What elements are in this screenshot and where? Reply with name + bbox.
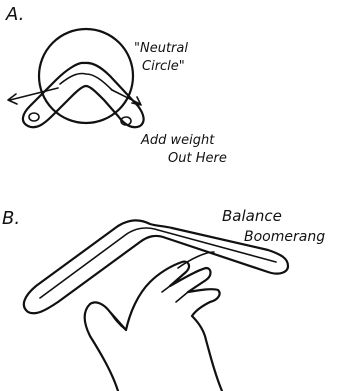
hand-finger-line-1 [178, 252, 214, 268]
balance-label-line1: Balance [222, 207, 282, 225]
weight-note-line1: Add weight [140, 133, 215, 148]
panel-a: A. "Neutral Circle" Add weight Out Here [5, 4, 227, 166]
weight-note-line2: Out Here [168, 151, 227, 166]
neutral-circle-label-line2: Circle" [142, 59, 185, 74]
panel-a-label: A. [5, 4, 24, 25]
panel-b: B. Balance Boomerang [2, 207, 325, 391]
neutral-circle-label-line1: "Neutral [134, 41, 188, 56]
boomerang-a-crease [60, 73, 112, 90]
neutral-circle [39, 29, 133, 123]
hand-finger-line-3 [176, 292, 188, 302]
panel-b-label: B. [2, 208, 20, 229]
hand-outline [85, 262, 222, 391]
hand-finger-line-2 [162, 286, 170, 292]
weight-left-icon [29, 113, 39, 121]
balance-label-line2: Boomerang [244, 229, 325, 245]
